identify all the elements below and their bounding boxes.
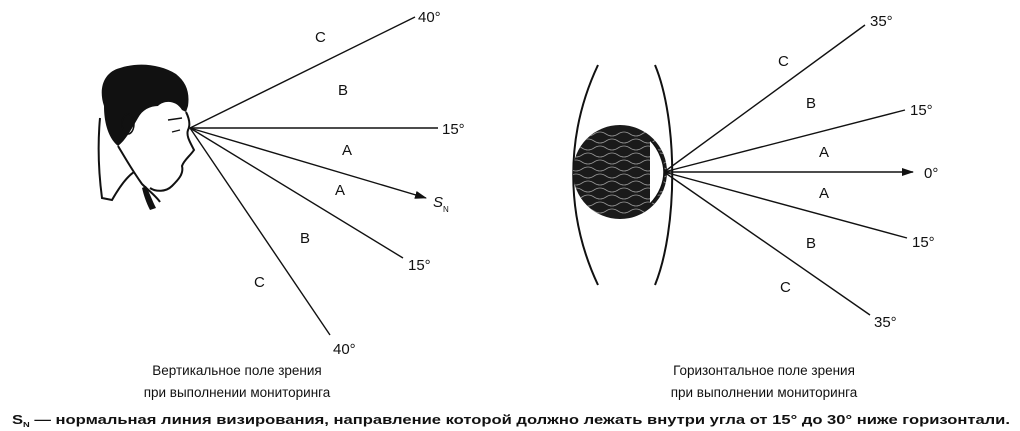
- horizontal-angle-label-lower: 15°: [912, 234, 935, 251]
- horizontal-zone-c-bottom: C: [780, 279, 791, 296]
- horizontal-zone-b-bottom: B: [806, 235, 816, 252]
- vertical-zone-a-top: A: [342, 142, 352, 159]
- horizontal-angle-label-center: 0°: [924, 165, 938, 182]
- vertical-line-sn-arrow: [189, 127, 427, 199]
- horizontal-caption-line1: Горизонтальное поле зрения: [673, 363, 855, 378]
- vertical-caption-line2: при выполнении мониторинга: [144, 385, 331, 400]
- horizontal-zone-b-top: B: [806, 95, 816, 112]
- vertical-angle-label-top: 40°: [418, 9, 441, 26]
- vertical-line-40-up: [189, 16, 416, 129]
- horizontal-angle-label-upper: 15°: [910, 102, 933, 119]
- vertical-zone-c-top: C: [315, 29, 326, 46]
- vertical-line-15-down: [189, 127, 404, 259]
- vertical-zone-b-bottom: B: [300, 230, 310, 247]
- vertical-angle-label-upper: 15°: [442, 121, 465, 138]
- vertical-line-40-down: [189, 127, 331, 336]
- head-profile-icon: [97, 64, 196, 210]
- horizontal-angle-label-top: 35°: [870, 13, 893, 30]
- vertical-angle-label-bottom: 40°: [333, 341, 356, 358]
- vertical-field-diagram: 40° 15° 15° 40° C B A A B C SN Вертикаль…: [97, 9, 465, 400]
- vertical-zone-c-bottom: C: [254, 274, 265, 291]
- vertical-zone-b-top: B: [338, 82, 348, 99]
- head-top-view-icon: [573, 125, 667, 219]
- vertical-caption-line1: Вертикальное поле зрения: [152, 363, 321, 378]
- vertical-zone-a-bottom: A: [335, 182, 345, 199]
- horizontal-line-35-left: [663, 24, 866, 173]
- sn-label: SN: [433, 194, 449, 214]
- horizontal-line-15-right: [663, 171, 908, 239]
- vertical-angle-label-lower: 15°: [408, 257, 431, 274]
- horizontal-zone-a-top: A: [819, 144, 829, 161]
- horizontal-line-35-right: [663, 171, 871, 316]
- horizontal-field-diagram: 35° 15° 0° 15° 35° C B A A B C Горизонта…: [572, 13, 938, 400]
- horizontal-line-15-left: [663, 109, 906, 173]
- horizontal-caption-line2: при выполнении мониторинга: [671, 385, 858, 400]
- horizontal-zone-c-top: C: [778, 53, 789, 70]
- horizontal-zone-a-bottom: A: [819, 185, 829, 202]
- horizontal-angle-label-bottom: 35°: [874, 314, 897, 331]
